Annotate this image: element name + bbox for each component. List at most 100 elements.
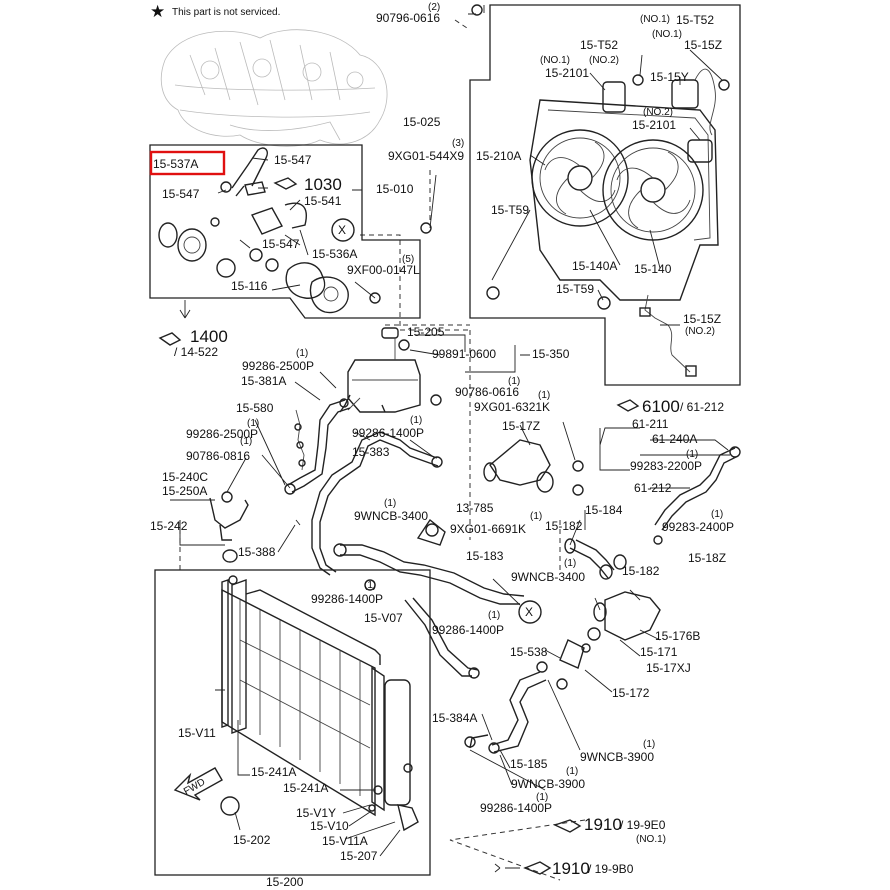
label-ref-19-9e0: / 19-9E0 <box>620 818 666 832</box>
label-61-240a: 61-240A <box>652 432 697 446</box>
fan-assembly-box <box>469 4 741 386</box>
label-ref-19-9b0: / 19-9B0 <box>588 862 634 876</box>
label-15-537a: 15-537A <box>153 157 198 171</box>
label-15-541: 15-541 <box>304 194 342 208</box>
bolt-icon <box>210 217 220 227</box>
fan-shroud <box>529 99 719 301</box>
lower-hoses-group: X <box>333 510 661 791</box>
label-9xf00-0147l: 9XF00-0147L <box>347 263 420 277</box>
label-15-025: 15-025 <box>403 115 441 129</box>
part-labels: 90796-0616 (2) (NO.1) 15-T52 (NO.1) 15-1… <box>150 2 734 889</box>
label-15-18z: 15-18Z <box>688 551 726 565</box>
label-ref-1910-b: 1910 <box>552 859 590 878</box>
label-99283-2200p: 99283-2200P <box>630 459 702 473</box>
label-15-241a: 15-241A <box>251 765 296 779</box>
label-90786-0816-qty: (1) <box>240 436 252 447</box>
label-90786-0616: 90786-0616 <box>455 385 519 399</box>
label-99286-1400p: 99286-1400P <box>352 426 424 440</box>
label-90796-0616: 90796-0616 <box>376 11 440 25</box>
fan-motor-1 <box>602 81 626 113</box>
clamp-icon <box>536 661 548 673</box>
label-15-t59-a: 15-T59 <box>491 203 529 217</box>
x-marker: X <box>525 605 533 619</box>
radiator-box <box>154 569 431 876</box>
ref-arrow-icon <box>158 332 182 346</box>
label-99891-0600: 99891-0600 <box>432 347 496 361</box>
left-fan <box>531 129 629 227</box>
highlight-box <box>149 150 226 176</box>
label-9wncb-3900-b: 9WNCB-3900 <box>511 777 585 791</box>
label-99286-2500p-2: 99286-2500P <box>186 427 258 441</box>
label-15-547-b: 15-547 <box>162 187 200 201</box>
bolt-icon <box>572 484 584 496</box>
label-15-2101-a: 15-2101 <box>545 66 589 80</box>
label-15-2101-no1: (NO.1) <box>540 55 570 66</box>
label-ref-19-9e0-no1: (NO.1) <box>636 834 666 845</box>
label-9wncb-3400-qty: (1) <box>384 498 396 509</box>
hose-183 <box>340 554 520 605</box>
label-15-171: 15-171 <box>640 645 678 659</box>
label-15-210a: 15-210A <box>476 149 521 163</box>
label-99286-1400p-4: 99286-1400P <box>480 801 552 815</box>
label-15-182-b: 15-182 <box>622 564 660 578</box>
label-15-v07: 15-V07 <box>364 611 403 625</box>
label-15-2101-no2: (NO.2) <box>643 107 673 118</box>
drain-plug <box>397 804 419 832</box>
label-99286-1400p-3: 99286-1400P <box>432 623 504 637</box>
label-ref-61-212: / 61-212 <box>680 400 724 414</box>
water-pump-gasket <box>285 262 326 299</box>
bolt-icon <box>486 286 500 300</box>
coolant-reservoir <box>347 359 421 413</box>
label-15-140a: 15-140A <box>572 259 617 273</box>
clamp-icon <box>339 398 349 408</box>
label-61-212: 61-212 <box>634 481 672 495</box>
not-serviced-circle <box>518 600 542 624</box>
label-9xg01-544x9: 9XG01-544X9 <box>388 149 464 163</box>
label-9wncb-3400: 9WNCB-3400 <box>354 509 428 523</box>
water-pump <box>309 276 349 314</box>
fan-motor-2 <box>671 79 699 109</box>
label-61-211: 61-211 <box>632 417 669 431</box>
label-15-547-a: 15-547 <box>274 153 312 167</box>
label-90786-0816: 90786-0816 <box>186 449 250 463</box>
label-15-350: 15-350 <box>532 347 570 361</box>
label-15-172: 15-172 <box>612 686 650 700</box>
fwd-arrow-icon <box>173 767 223 801</box>
label-15-241a-b: 15-241A <box>283 781 328 795</box>
label-15-176b: 15-176B <box>655 629 700 643</box>
clamp-icon <box>468 667 480 679</box>
label-15-v1y: 15-V1Y <box>296 806 336 820</box>
mount-202 <box>220 796 240 816</box>
label-15-381a: 15-381A <box>241 374 286 388</box>
label-15-t52-b: 15-T52 <box>580 38 618 52</box>
label-15-580: 15-580 <box>236 401 274 415</box>
hose-185 <box>491 671 541 746</box>
label-15-384a: 15-384A <box>432 711 477 725</box>
label-ref-1400: 1400 <box>190 327 228 346</box>
hose-381A <box>287 399 346 486</box>
coolant-reservoir-group <box>339 327 530 413</box>
label-99286-1400p-qty: (1) <box>410 415 422 426</box>
label-15-15z-b: 15-15Z <box>683 312 721 326</box>
notice-star-icon: ★ <box>150 2 165 21</box>
label-99286-1400p-3-qty: (1) <box>488 610 500 621</box>
label-9wncb-3900-b-qty: (1) <box>566 766 578 777</box>
bolt-icon <box>471 4 483 16</box>
bolt-icon <box>420 222 432 234</box>
label-13-785: 13-785 <box>456 501 494 515</box>
clamp-icon <box>364 579 376 591</box>
label-99286-2500p-qty: (1) <box>296 348 308 359</box>
label-15-17z: 15-17Z <box>502 419 540 433</box>
label-99283-2400p-qty: (1) <box>711 509 723 520</box>
label-15-v11: 15-V11 <box>178 726 216 740</box>
fan-assembly-group <box>468 4 741 386</box>
label-15-538: 15-538 <box>510 645 548 659</box>
clamp-icon <box>284 483 296 495</box>
label-ref-1030: 1030 <box>304 175 342 194</box>
clamp-icon <box>431 456 443 468</box>
x-marker: X <box>338 223 346 237</box>
radiator-group <box>154 569 431 876</box>
label-90786-0616-qty: (1) <box>508 376 520 387</box>
clamp-icon <box>464 736 476 748</box>
